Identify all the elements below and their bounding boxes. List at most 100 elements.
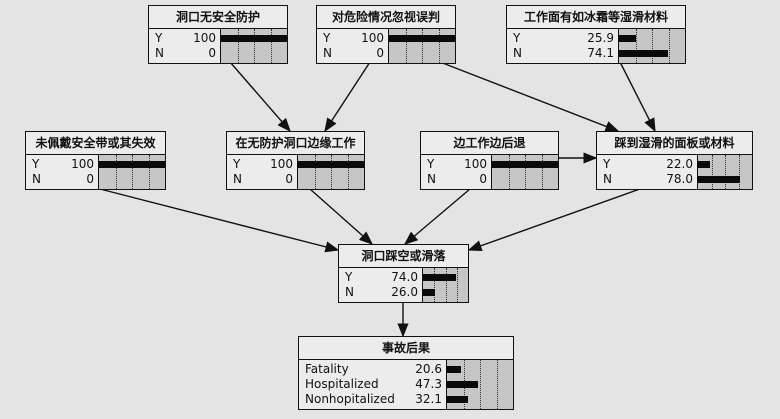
grid-line <box>711 155 713 189</box>
state-value: 20.6 <box>415 362 442 376</box>
grid-line <box>254 29 255 63</box>
state-value: 100 <box>71 157 94 171</box>
state-value: 78.0 <box>666 172 693 186</box>
node-title: 未佩戴安全带或其失效 <box>26 132 165 155</box>
state-label: N <box>323 46 332 60</box>
probability-bar <box>619 50 668 57</box>
grid-line <box>331 155 332 189</box>
state-label: Y <box>155 31 163 45</box>
belief-bars <box>491 155 558 189</box>
probability-bar <box>423 274 457 281</box>
grid-line <box>115 155 117 189</box>
grid-line <box>508 155 510 189</box>
probability-bar <box>99 161 165 168</box>
state-label: N <box>513 46 522 60</box>
state-value: 47.3 <box>415 377 442 391</box>
edge-n2-n7 <box>439 61 620 132</box>
state-value: 0 <box>376 46 384 60</box>
state-row: Y 22.0 <box>603 157 693 172</box>
grid-line <box>422 29 423 63</box>
grid-line <box>496 360 498 409</box>
state-value: 22.0 <box>666 157 693 171</box>
probability-bar <box>389 35 455 42</box>
state-label: N <box>427 172 436 186</box>
probability-bar <box>221 35 287 42</box>
state-label: N <box>32 172 41 186</box>
state-label: N <box>345 285 354 299</box>
state-label: Y <box>233 157 241 171</box>
belief-bars <box>297 155 364 189</box>
probability-bar <box>492 161 558 168</box>
grid-line <box>525 155 526 189</box>
edge-n5-n8 <box>309 188 374 245</box>
state-value: 0 <box>208 46 216 60</box>
grid-line <box>480 360 481 409</box>
probability-bar <box>698 161 710 168</box>
probability-bar <box>423 289 435 296</box>
state-value: 74.0 <box>391 270 418 284</box>
grid-line <box>132 155 133 189</box>
node-title: 对危险情况忽视误判 <box>317 6 455 29</box>
edge-n6-n8 <box>403 188 471 245</box>
node-title: 踩到湿滑的面板或材料 <box>597 132 752 155</box>
state-label: Y <box>323 31 331 45</box>
probability-bar <box>447 366 461 373</box>
grid-line <box>445 268 447 302</box>
state-value: 0 <box>86 172 94 186</box>
edge-n2-n5 <box>324 61 371 133</box>
node-title: 工作面有如冰霜等湿滑材料 <box>507 6 685 29</box>
state-value: 100 <box>193 31 216 45</box>
state-row: Y 100 <box>32 157 94 172</box>
state-value: 0 <box>285 172 293 186</box>
state-value: 74.1 <box>587 46 614 60</box>
grid-line <box>438 29 440 63</box>
state-row: Y 74.0 <box>345 270 418 285</box>
state-label: Y <box>32 157 40 171</box>
node-title: 事故后果 <box>299 337 513 360</box>
edge-n4-n8 <box>99 188 340 253</box>
state-label: Y <box>603 157 611 171</box>
grid-line <box>314 155 316 189</box>
state-label: N <box>155 46 164 60</box>
state-label: Y <box>427 157 435 171</box>
state-value: 100 <box>270 157 293 171</box>
belief-bars <box>220 29 287 63</box>
grid-line <box>738 155 740 189</box>
node-title: 洞口无安全防护 <box>149 6 287 29</box>
belief-bars <box>422 268 468 302</box>
node-title: 边工作边后退 <box>421 132 558 155</box>
state-label: Nonhopitalized <box>305 392 395 406</box>
state-label: Y <box>345 270 353 284</box>
edge-n7-n8 <box>467 188 641 252</box>
grid-line <box>405 29 407 63</box>
node-title: 在无防护洞口边缘工作 <box>227 132 364 155</box>
probability-bar <box>447 381 479 388</box>
grid-line <box>148 155 150 189</box>
grid-line <box>434 268 436 302</box>
grid-line <box>237 29 239 63</box>
grid-line <box>668 29 670 63</box>
state-value: 0 <box>479 172 487 186</box>
probability-bar <box>447 396 469 403</box>
state-label: Y <box>513 31 521 45</box>
